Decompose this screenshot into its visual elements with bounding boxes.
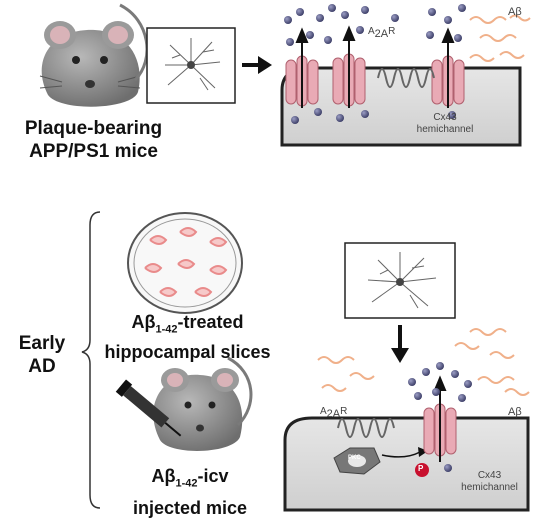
receptor-label-bottom: A2AR bbox=[320, 406, 348, 420]
amyloid-fibrils-bottom bbox=[317, 328, 530, 396]
phospho-label: P bbox=[418, 464, 424, 473]
icv-label: Aβ1-42-icv injected mice bbox=[132, 466, 248, 518]
petri-dish-icon bbox=[127, 212, 243, 314]
beta-label-bottom: Aβ bbox=[508, 406, 522, 418]
group-label-early: Early AD bbox=[18, 333, 66, 377]
atp-molecules-bottom bbox=[408, 362, 472, 472]
astrocyte-image-top bbox=[146, 27, 236, 104]
kinase-label: PKC bbox=[348, 455, 361, 461]
arrow-down-icon bbox=[391, 325, 409, 363]
astrocyte-image-bottom bbox=[344, 242, 456, 319]
beta-label-top: Aβ bbox=[508, 6, 522, 18]
bracket bbox=[81, 211, 101, 509]
channel-label-top: Cx43 hemichannel bbox=[416, 112, 474, 135]
mouse-icon bbox=[39, 3, 149, 107]
amyloid-fibrils-top bbox=[469, 14, 531, 62]
cell-membrane-bottom bbox=[283, 416, 530, 512]
arrow-icon bbox=[381, 451, 421, 458]
hemichannel-icon bbox=[423, 375, 457, 462]
arrow-right-icon bbox=[242, 56, 272, 74]
channel-label-bottom: Cx43 hemichannel bbox=[461, 470, 518, 493]
receptor-label-top: A2AR bbox=[368, 26, 396, 40]
hemichannel-icon bbox=[285, 25, 465, 108]
atp-molecules-top bbox=[284, 4, 466, 124]
kinase-icon bbox=[333, 447, 381, 475]
group-label-line2: APP/PS1 mice bbox=[29, 141, 158, 162]
phospho-icon bbox=[415, 463, 429, 477]
receptor-icon bbox=[377, 68, 435, 88]
arrowhead-icon bbox=[418, 447, 428, 457]
mouse-injected-icon bbox=[115, 356, 253, 451]
group-label-plaque: Plaque-bearing APP/PS1 mice bbox=[6, 117, 181, 163]
slices-label: Aβ1-42-treated hippocampal slices bbox=[104, 312, 271, 362]
receptor-icon bbox=[337, 418, 395, 438]
group-label-line1: Plaque-bearing bbox=[24, 118, 163, 139]
